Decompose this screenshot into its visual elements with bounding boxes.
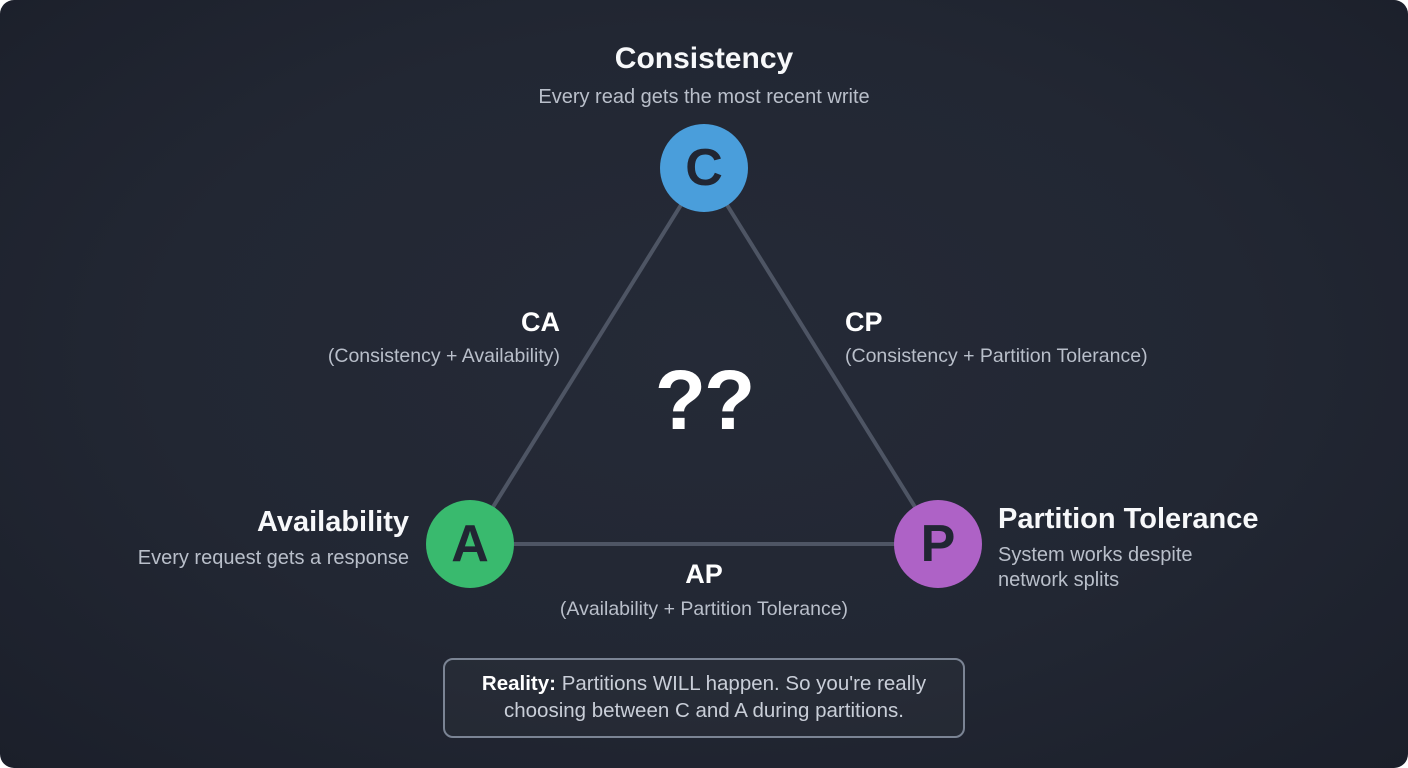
edge-line-ca [468, 166, 706, 546]
availability-subtitle: Every request gets a response [137, 547, 409, 570]
ca-label: CA [521, 307, 560, 337]
edge-line-cp [702, 166, 940, 546]
reality-note-label: Reality: [481, 672, 556, 696]
consistency-subtitle: Every read gets the most recent write [538, 85, 870, 108]
vertex-partition-tolerance-labels: Partition Tolerance System works despite… [998, 503, 1259, 593]
consistency-title: Consistency [614, 42, 794, 75]
vertex-availability-labels: Availability Every request gets a respon… [138, 506, 409, 571]
ca-description: (Consistency + Availability) [327, 344, 560, 367]
consistency-node-circle: C [660, 124, 748, 212]
ap-description: (Availability + Partition Tolerance) [559, 597, 849, 620]
partition-tolerance-subtitle: System works despite network splits [998, 544, 1193, 592]
reality-note-text: Reality: Partitions WILL happen. So you'… [463, 671, 945, 724]
partition-tolerance-title: Partition Tolerance [998, 503, 1259, 535]
partition-tolerance-node-circle: P [894, 500, 982, 588]
edge-label-cp: CP (Consistency + Partition Tolerance) [845, 307, 1148, 368]
reality-note-box: Reality: Partitions WILL happen. So you'… [443, 658, 965, 738]
edge-label-ap: AP (Availability + Partition Tolerance) [0, 559, 1408, 621]
cp-description: (Consistency + Partition Tolerance) [845, 344, 1148, 367]
ap-label: AP [685, 559, 723, 589]
cp-label: CP [845, 307, 883, 337]
reality-note-body: Partitions WILL happen. So you're really… [503, 672, 927, 722]
vertex-consistency-labels: Consistency Every read gets the most rec… [0, 42, 1408, 110]
center-question-marks: ?? [654, 353, 756, 447]
availability-node-circle: A [426, 500, 514, 588]
edge-label-ca: CA (Consistency + Availability) [327, 307, 560, 368]
availability-title: Availability [256, 506, 409, 538]
